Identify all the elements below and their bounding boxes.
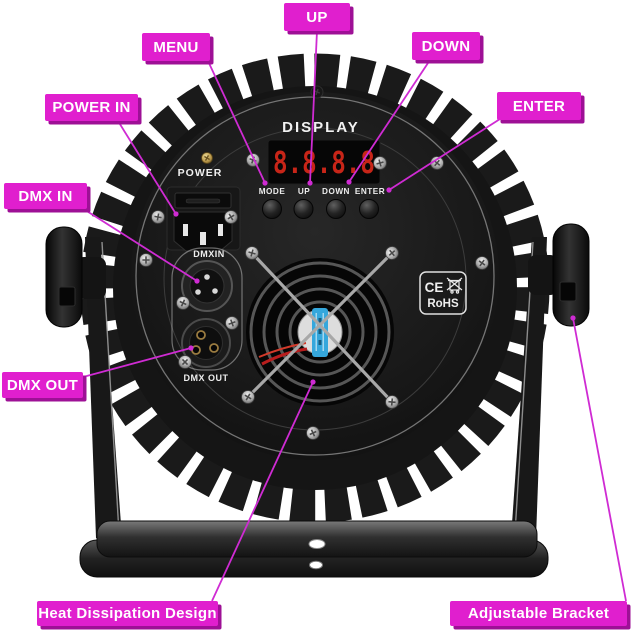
callout-label-power-in: POWER IN [45, 94, 138, 121]
fan-guard [249, 261, 391, 403]
knob-spacer-right [528, 255, 558, 295]
callout-dots [173, 179, 576, 385]
bracket-arm-left [85, 237, 122, 538]
callout-label-enter: ENTER [497, 92, 581, 120]
dmx-group-outline [171, 247, 243, 371]
callout-line-dmx-in [81, 207, 198, 282]
iec-socket [173, 211, 233, 252]
callout-dot [262, 180, 268, 186]
dmx-section: DMXIN DMX OUT [171, 247, 243, 383]
guard-cross-wire [250, 251, 394, 404]
crossbar-hole [308, 539, 326, 549]
callout-line-heat [211, 381, 314, 602]
up-button-label: UP [298, 187, 310, 196]
dmx-out-port-label: DMX OUT [184, 373, 229, 383]
callout-label-up: UP [284, 3, 350, 31]
callout-dot [307, 180, 313, 186]
callout-line-dmx-out [82, 347, 192, 378]
socket-pin [200, 232, 206, 245]
up-button [293, 199, 314, 219]
power-section: POWER [166, 152, 241, 252]
socket-pin [218, 224, 223, 236]
cooling-fan [246, 251, 394, 406]
callout-label-adjustable-bracket: Adjustable Bracket [450, 601, 627, 626]
callout-label-heat-dissipation: Heat Dissipation Design [37, 601, 218, 626]
adjustable-bracket [45, 223, 590, 578]
callout-dot [310, 379, 316, 385]
display-title: DISPLAY [282, 119, 360, 136]
enter-button [359, 199, 379, 219]
enter-button-label: ENTER [355, 187, 385, 196]
callout-dot [173, 211, 179, 217]
ce-rohs-badge: CE RoHS [419, 271, 467, 315]
base-hole [309, 560, 323, 570]
xlr-pin [195, 289, 201, 295]
xlr-pin [212, 288, 218, 294]
callout-dot [386, 187, 392, 193]
callout-label-down: DOWN [412, 32, 480, 60]
screw-icon [138, 252, 154, 268]
xlr-socket-hole [209, 343, 219, 353]
callout-label-menu: MENU [142, 33, 210, 61]
fuse-slot [185, 198, 221, 204]
dark-screw-icon [310, 85, 324, 99]
callout-dot [194, 278, 200, 284]
down-button [326, 199, 346, 219]
xlr-pin [204, 274, 210, 280]
down-button-label: DOWN [322, 187, 350, 196]
callout-line-menu [207, 60, 266, 184]
knob-notch [559, 281, 577, 302]
knob-spacer-left [76, 257, 106, 299]
knob-notch [58, 286, 76, 307]
dmx-in-port-label: DMXIN [193, 249, 225, 259]
callout-line-down [348, 59, 431, 183]
callout-dot [570, 315, 576, 321]
guard-cross-wire [246, 251, 394, 399]
callout-lines [81, 30, 627, 602]
mode-button-label: MODE [259, 187, 286, 196]
socket-pin [183, 224, 188, 236]
red-wire [261, 347, 308, 366]
led-display-digits: 8.8.8.8 [273, 146, 375, 181]
xlr-female-connector [181, 318, 231, 368]
callout-line-enter [388, 118, 501, 191]
rohs-mark: RoHS [427, 298, 459, 310]
ce-mark: CE [425, 280, 444, 295]
mode-button [262, 199, 282, 219]
xlr-male-connector [181, 260, 233, 312]
xlr-socket-hole [196, 330, 206, 340]
callout-label-dmx-out: DMX OUT [2, 372, 83, 398]
callout-line-power-in [117, 120, 177, 215]
power-label: POWER [178, 167, 223, 179]
gold-screw-icon [201, 152, 213, 164]
callout-line-up [309, 30, 318, 184]
callout-line-bracket [572, 317, 627, 602]
callout-dot [346, 179, 352, 185]
weee-bin-icon [446, 277, 463, 294]
callout-dot [188, 345, 194, 351]
bracket-knob-right [552, 223, 590, 327]
callout-label-dmx-in: DMX IN [4, 183, 87, 209]
bracket-knob-left [45, 226, 83, 328]
